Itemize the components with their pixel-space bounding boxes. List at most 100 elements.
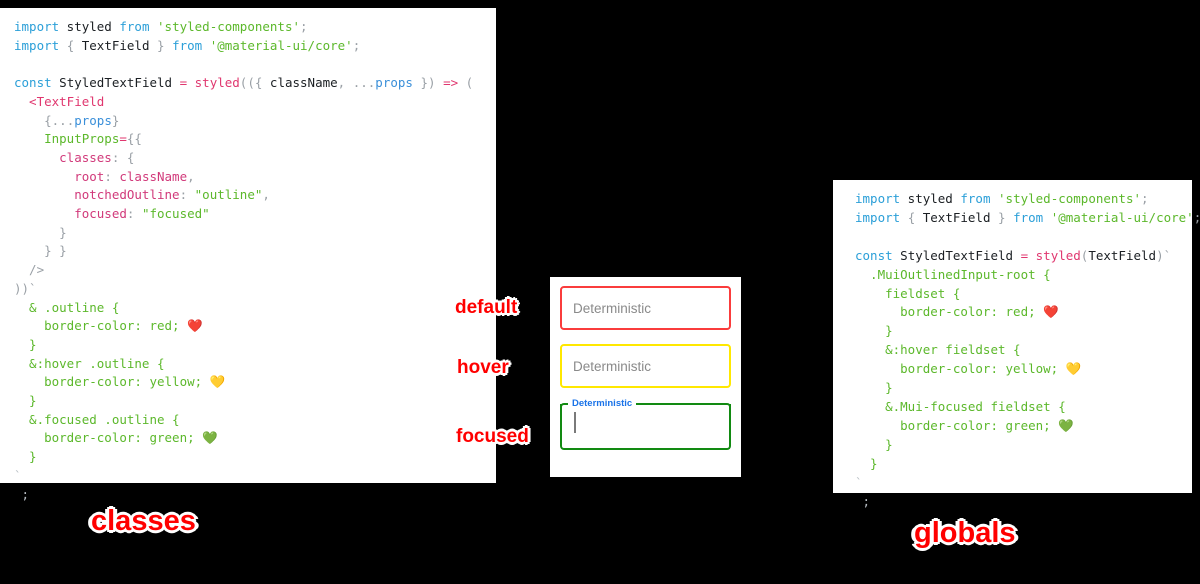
- code-token: }: [14, 449, 37, 465]
- code-token: 'styled-components': [157, 19, 301, 34]
- code-token: [1028, 248, 1036, 263]
- textfield-hover[interactable]: Deterministic: [560, 344, 731, 388]
- code-token: border-color: green;: [14, 430, 203, 446]
- annotation-focused: focused: [456, 426, 529, 447]
- code-token: className: [119, 168, 188, 184]
- code-line: ;: [855, 493, 1192, 512]
- code-line: } }: [14, 242, 496, 261]
- code-token: border-color: green;: [855, 417, 1059, 433]
- code-token: ...: [352, 75, 376, 91]
- code-token: ))`: [14, 280, 37, 296]
- code-line: ))`: [14, 280, 496, 299]
- code-line: import { TextField } from '@material-ui/…: [14, 37, 496, 56]
- code-token: import: [855, 209, 901, 225]
- code-token: fieldset {: [855, 285, 961, 301]
- code-token: ;: [14, 486, 30, 502]
- code-token: border-color: yellow;: [855, 361, 1066, 377]
- code-token: styled: [900, 191, 961, 206]
- code-line: }: [855, 455, 1192, 474]
- code-token: ;: [1141, 191, 1149, 206]
- textfield-hover-placeholder: Deterministic: [573, 358, 652, 374]
- code-token: &:hover .outline {: [14, 355, 165, 371]
- code-token: {: [126, 149, 135, 165]
- code-token: InputProps: [14, 131, 120, 147]
- code-line: {...props}: [14, 112, 496, 131]
- code-token: ,: [187, 168, 195, 184]
- code-line: }: [14, 224, 496, 243]
- code-token: ,: [262, 187, 270, 203]
- code-line: import styled from 'styled-components';: [855, 190, 1192, 209]
- heart-emoji-icon: ❤️: [187, 318, 203, 334]
- code-token: "focused": [141, 206, 210, 222]
- code-token: ;: [300, 19, 308, 34]
- code-line: .MuiOutlinedInput-root {: [855, 266, 1192, 285]
- code-line: classes: {: [14, 149, 496, 168]
- notch-right-segment: [636, 403, 731, 413]
- code-token: [345, 75, 353, 90]
- notch-left-segment: [560, 403, 568, 413]
- code-token: [165, 38, 173, 53]
- code-token: styled: [194, 75, 240, 91]
- code-line: &.focused .outline {: [14, 411, 496, 430]
- code-line: fieldset {: [855, 285, 1192, 304]
- code-token: (: [1080, 247, 1089, 263]
- text-caret-icon: [574, 412, 576, 433]
- code-token: :: [111, 149, 127, 165]
- focused-field-wrapper: Deterministic: [560, 398, 731, 450]
- code-token: notchedOutline: [14, 187, 180, 203]
- textfield-default[interactable]: Deterministic: [560, 286, 731, 330]
- code-line: [855, 228, 1192, 247]
- heart-emoji-icon: 💛: [1065, 361, 1082, 377]
- code-token: [1043, 210, 1051, 225]
- code-line: const StyledTextField = styled(TextField…: [855, 247, 1192, 266]
- code-token: {{: [126, 131, 142, 147]
- code-token: "outline": [194, 187, 263, 203]
- code-token: classes: [14, 149, 112, 165]
- code-token: border-color: yellow;: [14, 374, 210, 390]
- code-token: =>: [443, 75, 459, 91]
- code-line: InputProps={{: [14, 130, 496, 149]
- heart-emoji-icon: 💚: [1058, 417, 1074, 433]
- code-token: import: [14, 19, 60, 34]
- code-token: }: [855, 323, 893, 339]
- globals-code-block: import styled from 'styled-components';i…: [855, 190, 1200, 512]
- code-line: [14, 55, 496, 74]
- code-token: [436, 75, 444, 90]
- code-line: border-color: green; 💚: [855, 417, 1192, 436]
- code-token: ;: [855, 493, 871, 509]
- code-line: }: [14, 336, 496, 355]
- code-token: .MuiOutlinedInput-root {: [855, 266, 1051, 282]
- code-token: & .outline {: [14, 299, 120, 315]
- code-line: const StyledTextField = styled(({ classN…: [14, 74, 496, 93]
- caption-classes: classes: [91, 505, 196, 537]
- default-field-wrapper: Deterministic: [560, 286, 731, 330]
- code-line: & .outline {: [14, 299, 496, 318]
- code-token: ((: [239, 75, 255, 91]
- code-line: }: [855, 436, 1192, 455]
- code-token: )`: [1156, 247, 1172, 263]
- code-token: }: [855, 380, 893, 396]
- code-token: [990, 191, 998, 206]
- code-token: border-color: red;: [855, 304, 1044, 320]
- code-token: =: [179, 75, 188, 91]
- code-token: from: [960, 191, 991, 206]
- code-line: border-color: yellow; 💛: [14, 373, 496, 392]
- code-token: '@material-ui/core': [209, 37, 353, 53]
- code-token: &:hover fieldset {: [855, 342, 1021, 358]
- textfield-focused[interactable]: [560, 404, 731, 450]
- code-token: {: [254, 75, 263, 91]
- code-token: [187, 75, 195, 90]
- annotation-default: default: [455, 297, 518, 318]
- code-token: }: [14, 393, 37, 409]
- heart-emoji-icon: 💚: [202, 430, 218, 446]
- code-token: <TextField: [14, 93, 105, 109]
- code-token: TextField: [74, 37, 158, 53]
- code-token: const: [855, 247, 893, 263]
- code-token: StyledTextField: [51, 75, 180, 91]
- code-token: import: [855, 191, 901, 206]
- code-line: border-color: green; 💚: [14, 429, 496, 448]
- code-token: {: [66, 37, 75, 53]
- code-token: ,: [337, 75, 346, 91]
- code-token: focused: [14, 206, 127, 222]
- code-token: &.Mui-focused fieldset {: [855, 398, 1066, 414]
